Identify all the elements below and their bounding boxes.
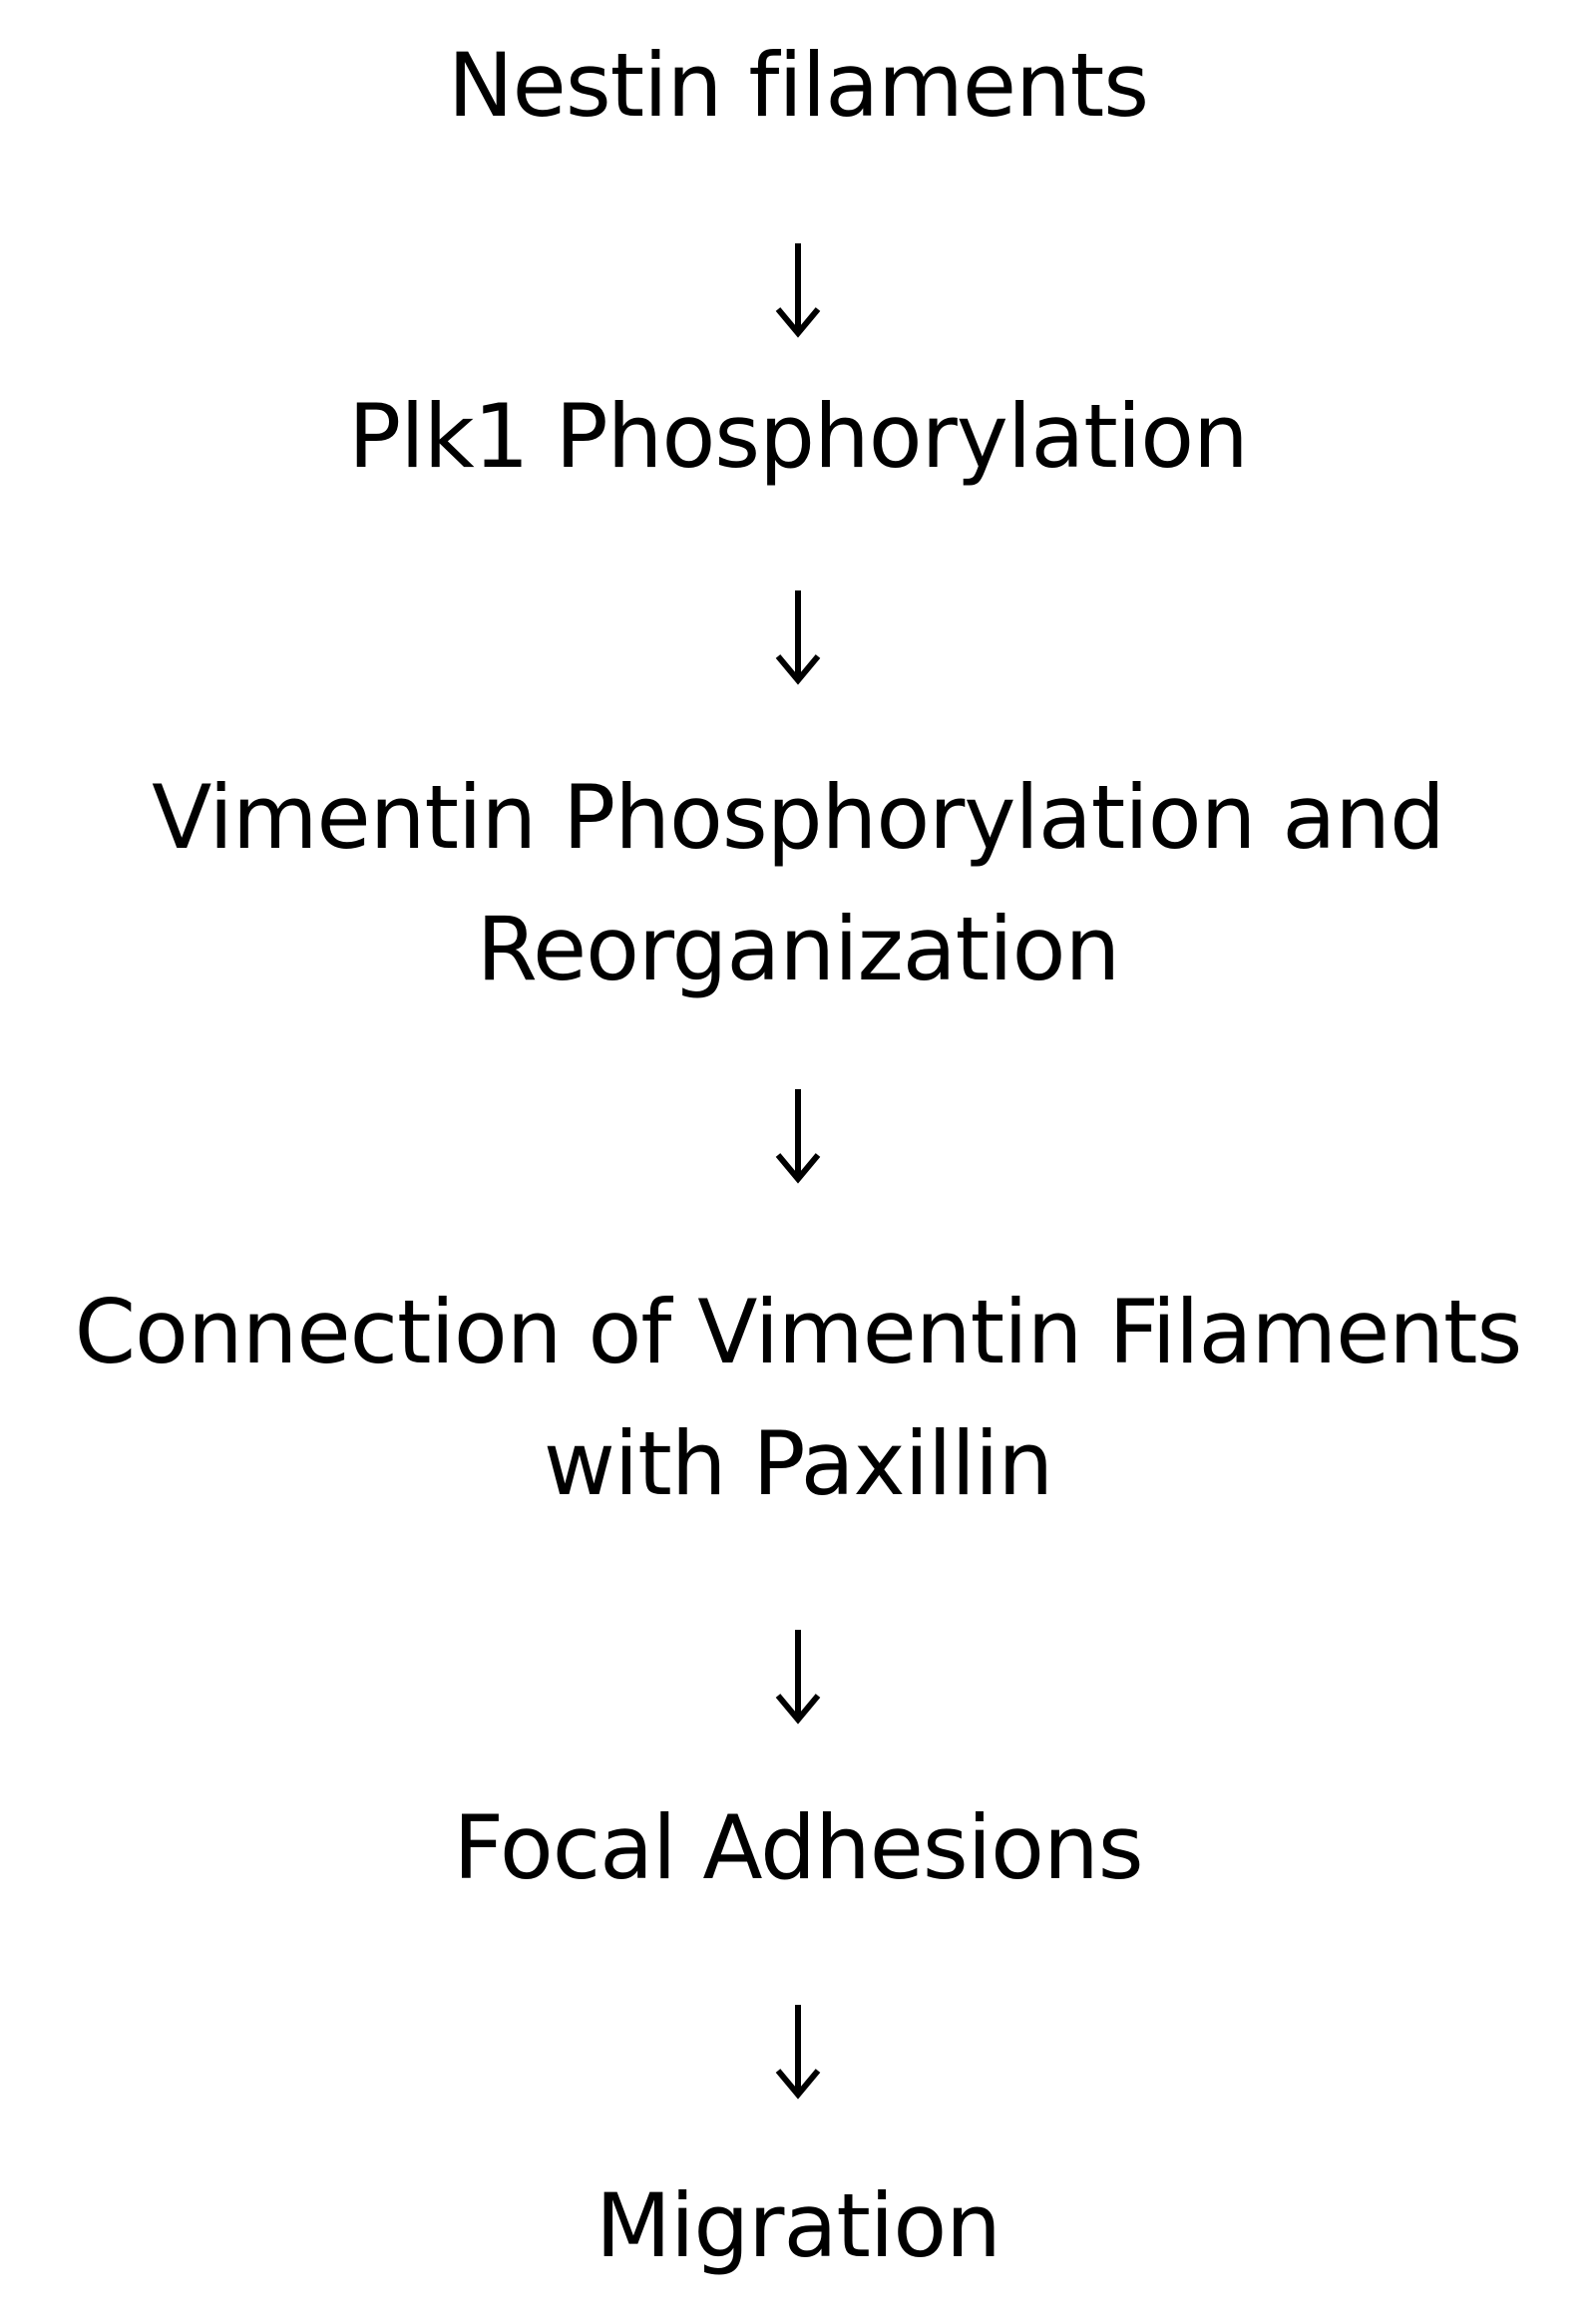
step-label-line-1: Connection of Vimentin Filaments <box>74 1281 1523 1383</box>
step-label: Migration <box>596 2174 1001 2277</box>
step-plk1-phosphorylation: Plk1 Phosphorylation <box>0 371 1596 503</box>
step-connection-vimentin-paxillin: Connection of Vimentin Filaments with Pa… <box>0 1267 1596 1530</box>
down-arrow-icon <box>775 1089 821 1184</box>
down-arrow-icon <box>775 243 821 338</box>
step-vimentin-phosphorylation: Vimentin Phosphorylation and Reorganizat… <box>0 752 1596 1015</box>
step-nestin-filaments: Nestin filaments <box>0 20 1596 152</box>
step-migration: Migration <box>0 2160 1596 2292</box>
down-arrow-icon <box>775 590 821 685</box>
step-label-line-1: Vimentin Phosphorylation and <box>152 766 1445 869</box>
step-focal-adhesions: Focal Adhesions <box>0 1782 1596 1914</box>
step-label: Plk1 Phosphorylation <box>348 385 1249 488</box>
step-label-line-2: with Paxillin <box>543 1412 1053 1515</box>
step-label-line-2: Reorganization <box>476 898 1121 1000</box>
step-label: Focal Adhesions <box>453 1796 1143 1899</box>
step-label: Nestin filaments <box>447 34 1149 137</box>
down-arrow-icon <box>775 2005 821 2100</box>
down-arrow-icon <box>775 1630 821 1725</box>
